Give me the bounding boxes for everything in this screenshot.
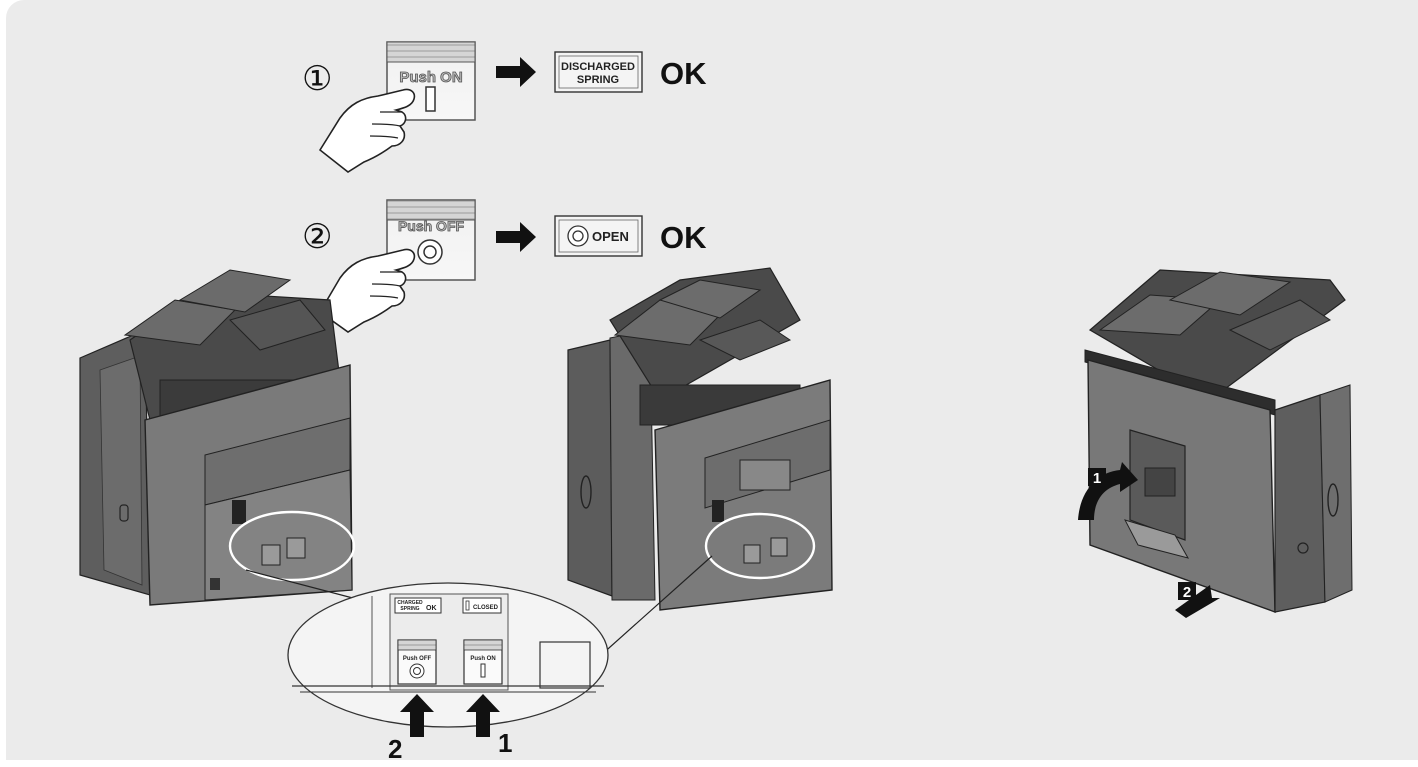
step-1: ① Push ON DISCHARGED SPRING <box>302 41 707 173</box>
charged-spring-indicator: CHARGED SPRING OK <box>394 597 442 614</box>
svg-text:2: 2 <box>1183 584 1191 601</box>
right-circuit-breaker <box>1078 269 1353 618</box>
step-2-ok: OK <box>660 220 707 255</box>
badge-1: 1 <box>1088 468 1106 487</box>
hand-pressing-icon-2 <box>318 248 416 333</box>
spring-small-label: SPRING <box>400 606 419 612</box>
closed-indicator: CLOSED <box>462 597 502 614</box>
arrow-right-number: 1 <box>498 728 512 758</box>
arrow-up-icon-right <box>466 694 500 737</box>
discharged-label: DISCHARGED <box>561 61 635 73</box>
middle-zoom-marker <box>704 512 816 580</box>
open-label: OPEN <box>592 229 629 244</box>
open-sign: OPEN <box>554 215 643 257</box>
charged-label: CHARGED <box>397 600 423 606</box>
push-off-button: Push OFF <box>397 639 437 685</box>
push-off-panel-label: Push OFF <box>398 218 465 234</box>
step-2: ② Push OFF OPEN <box>302 199 707 333</box>
arrow-left-number: 2 <box>388 734 402 764</box>
step-1-ok: OK <box>660 56 707 91</box>
arrow-right-icon-2 <box>496 222 536 252</box>
diagonal-arrow-icon <box>1175 585 1220 618</box>
push-off-button-label: Push OFF <box>403 656 432 662</box>
spring-label: SPRING <box>577 74 619 86</box>
zoom-connector-right <box>599 555 713 657</box>
zoom-connector-left <box>245 569 369 603</box>
discharged-spring-sign: DISCHARGED SPRING <box>554 51 643 93</box>
left-circuit-breaker <box>79 269 353 606</box>
arrow-right-icon <box>496 57 536 87</box>
hand-pressing-icon <box>318 88 416 173</box>
push-on-button-label: Push ON <box>470 656 495 662</box>
on-symbol-icon <box>425 86 436 112</box>
step-1-marker: ① <box>302 59 332 99</box>
charged-ok-label: OK <box>426 605 437 612</box>
left-zoom-marker <box>228 510 356 582</box>
curved-arrow-icon <box>1078 462 1138 520</box>
middle-circuit-breaker <box>567 267 833 611</box>
arrow-up-icon-left <box>400 694 434 737</box>
detail-zoom: CHARGED SPRING OK CLOSED Push OFF <box>287 582 609 764</box>
closed-label: CLOSED <box>473 605 499 611</box>
push-on-panel-label: Push ON <box>399 69 462 86</box>
svg-text:1: 1 <box>1093 470 1101 487</box>
step-2-marker: ② <box>302 217 332 257</box>
push-on-button: Push ON <box>463 639 503 685</box>
push-on-panel: Push ON <box>386 41 476 121</box>
badge-2: 2 <box>1178 582 1196 601</box>
